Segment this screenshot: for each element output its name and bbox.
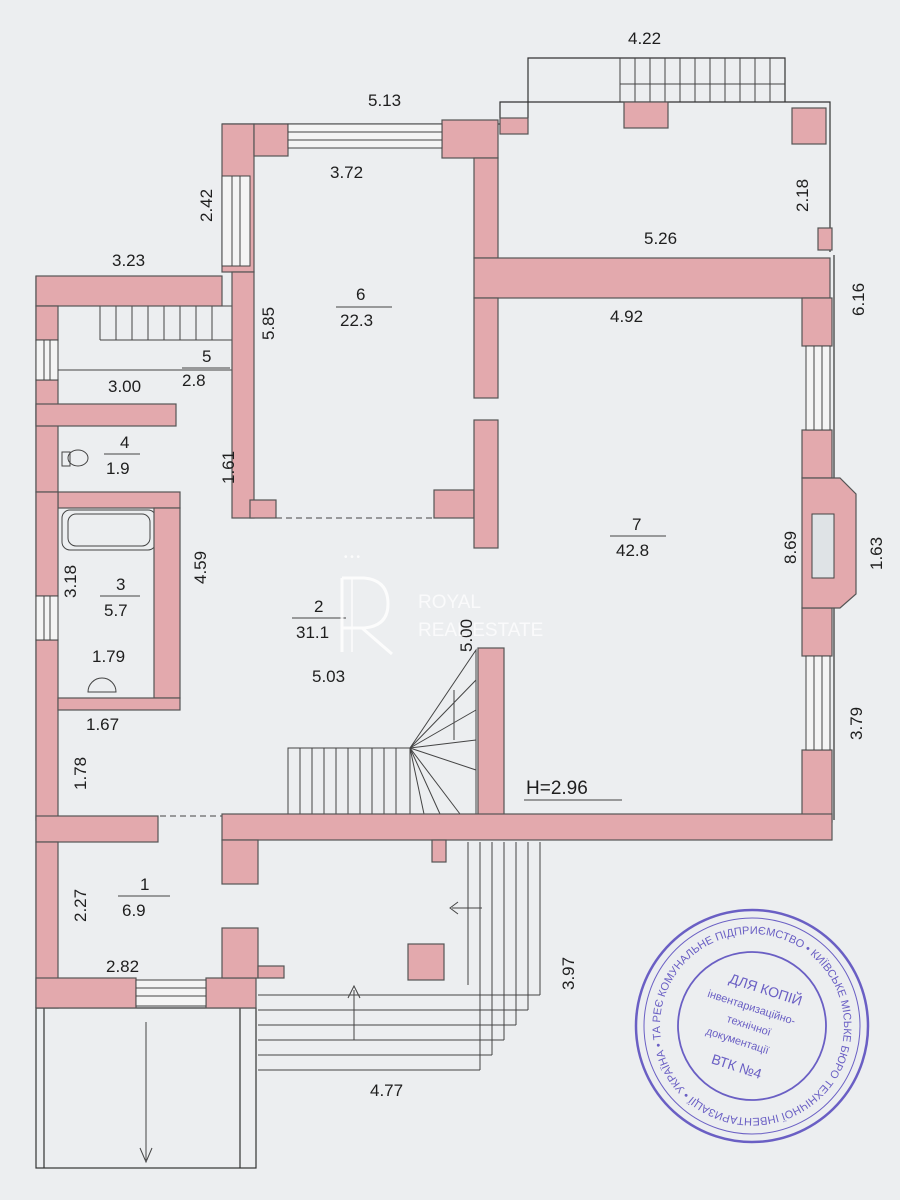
- dim-8-69: 8.69: [781, 531, 800, 564]
- room-7-label: 7 42.8: [610, 515, 666, 560]
- watermark-logo-icon: • • •: [340, 552, 393, 656]
- room-1-number: 1: [140, 875, 149, 894]
- room-3-number: 3: [116, 575, 125, 594]
- dim-3-23: 3.23: [112, 251, 145, 270]
- room-4-area: 1.9: [106, 459, 130, 478]
- dim-2-82: 2.82: [106, 957, 139, 976]
- watermark: • • • ROYAL REAL ESTATE: [340, 552, 543, 656]
- walls: [35, 101, 857, 1009]
- room-labels: 6 22.3 5 2.8 4 1.9 3 5.7 2 31.1 7 42.8: [100, 285, 666, 920]
- room-6-label: 6 22.3: [336, 285, 392, 330]
- svg-text:• • •: • • •: [344, 552, 361, 563]
- room-2-number: 2: [314, 597, 323, 616]
- watermark-line1: ROYAL: [418, 592, 481, 613]
- dim-5-00: 5.00: [457, 619, 476, 652]
- room-6-number: 6: [356, 285, 365, 304]
- dim-1-61: 1.61: [219, 451, 238, 484]
- dim-3-72: 3.72: [330, 163, 363, 182]
- dim-1-78: 1.78: [71, 757, 90, 790]
- dim-3-79: 3.79: [847, 707, 866, 740]
- watermark-line2: REAL ESTATE: [418, 620, 543, 641]
- dim-3-00: 3.00: [108, 377, 141, 396]
- room-5-area: 2.8: [182, 371, 206, 390]
- dim-5-85: 5.85: [259, 307, 278, 340]
- windows: [35, 123, 831, 1007]
- dim-4-77: 4.77: [370, 1081, 403, 1100]
- room-7-area: 42.8: [616, 541, 649, 560]
- dim-2-18: 2.18: [793, 179, 812, 212]
- dim-3-97: 3.97: [559, 957, 578, 990]
- dim-5-13: 5.13: [368, 91, 401, 110]
- dim-1-67: 1.67: [86, 715, 119, 734]
- room-1-label: 1 6.9: [118, 875, 170, 920]
- room-3-area: 5.7: [104, 601, 128, 620]
- room-5-label: 5 2.8: [182, 347, 230, 390]
- dim-6-16: 6.16: [849, 283, 868, 316]
- room-4-number: 4: [120, 433, 129, 452]
- dim-1-79: 1.79: [92, 647, 125, 666]
- dim-4-22: 4.22: [628, 29, 661, 48]
- room-4-label: 4 1.9: [104, 433, 140, 478]
- dim-4-59: 4.59: [191, 551, 210, 584]
- dim-4-92: 4.92: [610, 307, 643, 326]
- room-6-area: 22.3: [340, 311, 373, 330]
- dim-3-18: 3.18: [61, 565, 80, 598]
- dim-5-26: 5.26: [644, 229, 677, 248]
- dim-5-03: 5.03: [312, 667, 345, 686]
- ceiling-height: H=2.96: [526, 778, 588, 799]
- stamp-center-line5: ВТК №4: [710, 1051, 764, 1082]
- room-5-number: 5: [202, 347, 211, 366]
- room-2-area: 31.1: [296, 623, 329, 642]
- room-7-number: 7: [632, 515, 641, 534]
- room-2-label: 2 31.1: [292, 597, 346, 642]
- dim-2-42: 2.42: [197, 189, 216, 222]
- dim-2-27: 2.27: [71, 889, 90, 922]
- room-1-area: 6.9: [122, 901, 146, 920]
- room-3-label: 3 5.7: [100, 575, 140, 620]
- dim-1-63: 1.63: [867, 537, 886, 570]
- dimension-labels: 4.22 5.13 3.72 2.42 2.18 5.26 3.23 6.16 …: [61, 29, 886, 1100]
